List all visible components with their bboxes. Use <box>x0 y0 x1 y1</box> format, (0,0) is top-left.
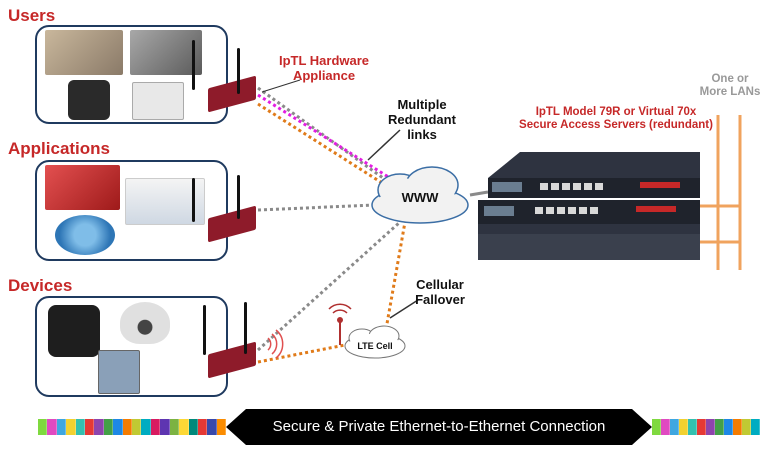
section-title-users: Users <box>8 6 56 25</box>
servers-label: IpTL Model 79R or Virtual 70x Secure Acc… <box>519 106 713 132</box>
strip-segment <box>169 419 180 435</box>
application-grid-image <box>125 178 205 225</box>
hardware-appliance-label: IpTL Hardware Appliance <box>278 53 370 83</box>
antenna-icon <box>192 178 195 222</box>
section-title-devices: Devices <box>8 276 73 295</box>
right-color-strip <box>652 419 760 435</box>
strip-segment <box>216 419 227 435</box>
antenna-icon <box>192 40 195 90</box>
antenna-icon <box>244 302 247 354</box>
section-title-applications: Applications <box>8 139 111 158</box>
www-label: WWW <box>401 190 439 205</box>
banner-text: Secure & Private Ethernet-to-Ethernet Co… <box>272 418 606 435</box>
antenna-icon <box>237 175 240 219</box>
strip-segment <box>742 419 751 435</box>
link-devices-gray <box>256 220 402 352</box>
link-users-gray <box>257 86 391 185</box>
strip-segment <box>733 419 742 435</box>
strip-segment <box>706 419 715 435</box>
multiple-links-label: Multiple Redundant links <box>388 97 456 142</box>
strip-segment <box>188 419 198 435</box>
strip-segment <box>197 419 208 435</box>
keypad-device-icon <box>98 350 140 394</box>
strip-segment <box>132 419 142 435</box>
strip-segment <box>679 419 688 435</box>
server-rack-1 <box>488 152 700 198</box>
link-users-magenta <box>257 93 391 180</box>
strip-segment <box>179 419 189 435</box>
security-camera-icon <box>120 302 170 344</box>
strip-segment <box>141 419 151 435</box>
strip-segment <box>47 419 57 435</box>
antenna-icon <box>237 48 240 94</box>
cell-tower-icon <box>328 303 352 345</box>
lans-label: One or More LANs <box>699 73 761 99</box>
strip-segment <box>751 419 760 435</box>
left-color-strip <box>38 419 227 435</box>
user-laptop-photo <box>45 30 123 75</box>
strip-segment <box>661 419 670 435</box>
strip-segment <box>113 419 123 435</box>
server-rack-2 <box>478 200 700 260</box>
link-users-orange <box>257 102 391 190</box>
wifi-signal-icon <box>267 329 284 359</box>
lte-cloud <box>344 325 406 359</box>
strip-segment <box>697 419 706 435</box>
cloud-network-icon <box>55 215 115 255</box>
strip-segment <box>56 419 67 435</box>
strip-segment <box>85 419 95 435</box>
antenna-icon <box>203 305 206 355</box>
pointer-links <box>367 129 401 161</box>
link-devices-lte <box>257 343 346 364</box>
strip-segment <box>150 419 161 435</box>
application-screen-image <box>45 165 120 210</box>
pointer-appliance <box>261 79 301 93</box>
www-cloud <box>371 166 469 224</box>
strip-segment <box>724 419 733 435</box>
link-lte-www <box>383 221 407 336</box>
strip-segment <box>122 419 133 435</box>
strip-segment <box>103 419 114 435</box>
lte-label: LTE Cell <box>357 341 393 351</box>
user-desk-photo <box>130 30 202 75</box>
strip-segment <box>688 419 697 435</box>
printer-icon <box>132 82 184 120</box>
strip-segment <box>94 419 104 435</box>
strip-segment <box>652 419 661 435</box>
link-www-server-1 <box>469 190 489 197</box>
strip-segment <box>160 419 170 435</box>
strip-segment <box>66 419 76 435</box>
ip-phone-icon <box>68 80 110 120</box>
strip-segment <box>670 419 679 435</box>
pointer-cellular <box>389 299 419 319</box>
strip-segment <box>715 419 724 435</box>
strip-segment <box>38 419 48 435</box>
device-terminal-image <box>48 305 100 357</box>
link-applications-gray <box>257 203 376 212</box>
cellular-label: Cellular Fallover <box>415 277 465 307</box>
banner-arrow <box>226 409 652 445</box>
strip-segment <box>207 419 217 435</box>
strip-segment <box>75 419 86 435</box>
